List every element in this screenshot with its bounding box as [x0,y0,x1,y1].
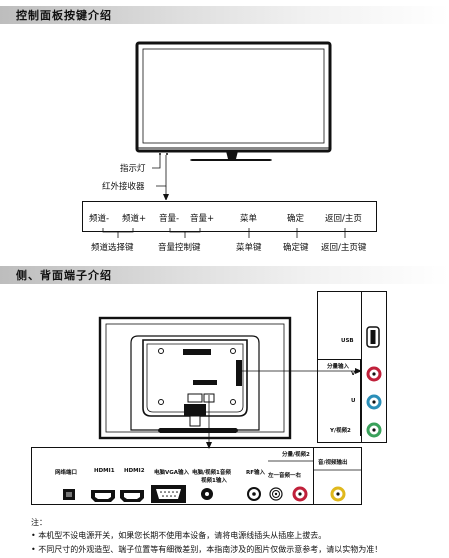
pc-audio-label: 电脑/视频1音频 [192,470,231,476]
audio-jack-icon [201,488,213,500]
btn-volume-up: 音量+ [190,214,215,224]
section-header-control-panel: 控制面板按键介绍 [0,6,449,24]
component-box [317,359,361,436]
vga-port-icon [151,485,186,503]
audio-out-box [313,447,362,505]
usb-label: USB [341,338,354,344]
audio-video-out-label: 音/视频输出 [318,460,348,466]
indicator-light-label: 指示灯 [120,164,146,174]
side-port-panel [317,291,387,443]
group-back-home: 返回/主页键 [321,243,367,253]
hdmi2-label: HDMI2 [124,468,145,474]
bottom-port-icons [63,460,362,503]
note-item-1: • 本机型不设电源开关，如果您长期不使用本设备，请将电源线插头从插座上拔去。 [31,531,327,540]
group-menu: 菜单键 [236,243,262,253]
bottom-port-panel [31,447,362,505]
ir-receiver-label: 红外接收器 [102,182,145,192]
side-port-divider [361,291,363,443]
control-panel-box [82,201,377,232]
btn-ok: 确定 [287,214,305,224]
panel-brackets [102,228,346,238]
vga-label: 电脑VGA输入 [154,470,190,476]
group-volume-control: 音量控制键 [158,243,201,253]
notes-heading: 注： [31,518,47,527]
usb-port-icon [366,326,380,348]
section-header-terminals: 侧、背面端子介绍 [0,266,449,284]
y-video2-label: Y/视频2 [330,428,351,434]
hdmi1-label: HDMI1 [94,468,115,474]
network-port-label: 网络端口 [55,470,78,476]
tv-stand [190,151,272,161]
btn-menu: 菜单 [240,214,258,224]
v-label: V [351,371,356,377]
btn-channel-down: 频道- [89,214,110,224]
tv-screen [142,48,325,144]
btn-channel-up: 频道+ [122,214,147,224]
rf-port-icon [247,487,261,501]
u-label: U [351,398,356,404]
side-rca-ports [366,366,382,438]
group-channel-select: 频道选择键 [91,243,134,253]
component-in-label: 分量输入 [327,364,350,370]
tv-back-illustration [98,316,362,449]
ethernet-port-icon [63,489,75,500]
rca-red-icon [292,486,308,502]
rca-white-icon [269,487,283,501]
tv-front-illustration [135,41,332,200]
audio-lr-label: 左一音频一右 [268,473,302,479]
note-item-2: • 不同尺寸的外观造型、端子位置等有细微差别，本指南涉及的图片仅做示意参考，请以… [31,545,383,554]
group-ok: 确定键 [283,243,309,253]
pc-audio-label-line2: 视频1输入 [201,478,227,484]
section-title: 侧、背面端子介绍 [16,269,112,282]
av-video2-label: 分量/视频2 [282,452,310,458]
btn-back-home: 返回/主页 [325,214,362,224]
rca-yellow-icon [330,486,346,502]
btn-volume-down: 音量- [159,214,180,224]
section-title: 控制面板按键介绍 [16,9,112,22]
rf-in-label: RF输入 [246,470,265,476]
